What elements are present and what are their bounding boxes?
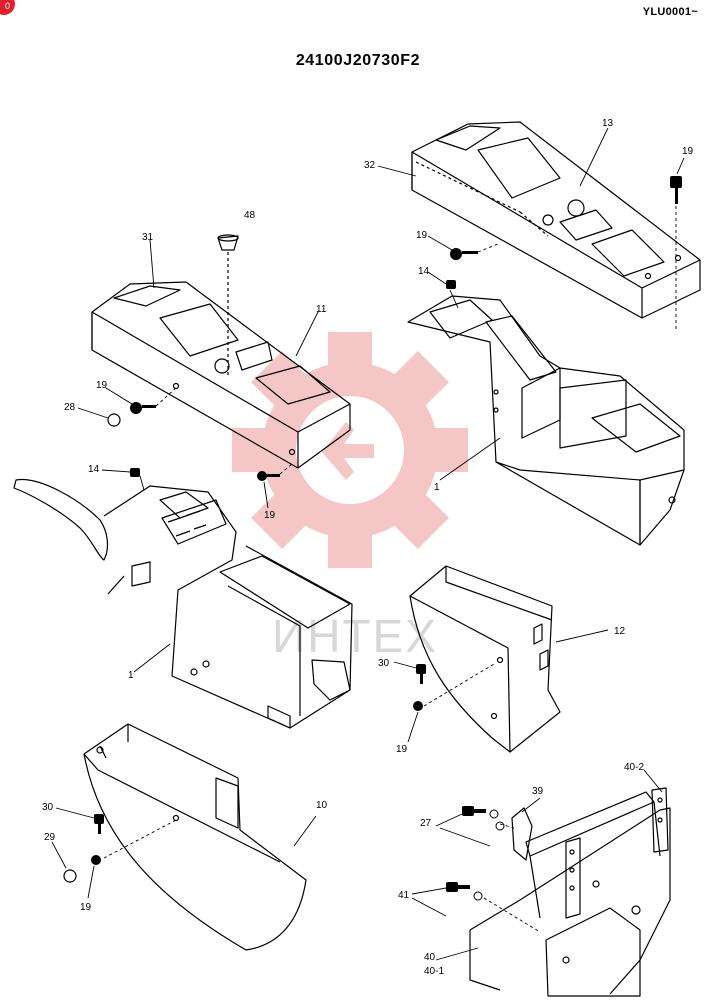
- callout-14-top: 14: [418, 266, 430, 277]
- callout-29: 29: [44, 832, 56, 843]
- callout-19-lower: 19: [80, 902, 92, 913]
- cap-29: [63, 869, 77, 883]
- bolt-19-console: [257, 471, 267, 481]
- washer-27b: [495, 821, 505, 831]
- watermark-gear-logo: [232, 332, 468, 568]
- plug-48: [217, 234, 239, 378]
- callout-30-panel: 30: [378, 658, 390, 669]
- bolt-19-panel: [413, 701, 423, 711]
- callout-41: 41: [398, 890, 410, 901]
- callout-1-lower: 1: [128, 670, 134, 681]
- callout-19-top: 19: [682, 146, 694, 157]
- nut-14-top: [446, 280, 456, 289]
- bolt-27-shank: [474, 809, 486, 813]
- document-code: YLU0001~: [642, 6, 698, 18]
- console-cover-11: [91, 281, 351, 469]
- callout-19-panel: 19: [396, 744, 408, 755]
- console-frame-1-upper: [407, 295, 685, 546]
- console-frame-1-lower: [13, 479, 353, 729]
- bolt-19-mid-shank: [142, 405, 156, 408]
- callout-40-2: 40-2: [624, 762, 644, 773]
- callout-13: 13: [602, 118, 614, 129]
- bolt-41-shank: [458, 885, 470, 889]
- bolt-30-lower-shank: [98, 824, 101, 834]
- bolt-19-top-shank: [675, 188, 678, 204]
- callout-19-mid: 19: [96, 380, 108, 391]
- bolt-30-panel-shank: [420, 674, 423, 684]
- bolt-30-lower: [94, 814, 104, 824]
- bolt-27: [462, 806, 474, 816]
- side-panel-10: [83, 723, 307, 951]
- callout-32: 32: [364, 160, 376, 171]
- console-cover-13: [411, 121, 701, 319]
- bolt-19-lower: [91, 855, 101, 865]
- callout-40: 40: [424, 952, 436, 963]
- callout-39: 39: [532, 786, 544, 797]
- leader-lines: [51, 127, 685, 961]
- part-number-title: 24100J20730F2: [295, 52, 421, 69]
- callout-19-left: 19: [416, 230, 428, 241]
- callout-40-1: 40-1: [424, 966, 444, 977]
- callout-labels: 32 13 19 19 14 48 31 11 19 28 14 19 1 1 …: [42, 118, 694, 977]
- bolt-19-console-shank: [266, 474, 280, 477]
- bolt-19-left: [450, 248, 462, 260]
- callout-31: 31: [142, 232, 154, 243]
- callout-28: 28: [64, 402, 76, 413]
- callout-10: 10: [316, 800, 328, 811]
- nut-14-lower: [130, 468, 140, 477]
- bolt-19-top: [670, 176, 682, 188]
- washer-27a: [489, 809, 499, 819]
- bracket-assembly-40: [469, 787, 671, 997]
- callout-48: 48: [244, 210, 256, 221]
- callout-14-lower: 14: [88, 464, 100, 475]
- callout-11: 11: [316, 304, 327, 315]
- side-panel-12: [409, 565, 561, 753]
- callout-19-console: 19: [264, 510, 276, 521]
- callout-12: 12: [614, 626, 626, 637]
- page-marker-badge: 0: [0, 0, 15, 15]
- bolt-19-mid: [130, 402, 142, 414]
- bolt-41: [446, 882, 458, 892]
- callout-1-upper: 1: [434, 482, 440, 493]
- bolt-19-left-shank: [462, 251, 478, 254]
- bolt-30-panel: [416, 664, 426, 674]
- callout-30-lower: 30: [42, 802, 54, 813]
- cap-28: [107, 413, 121, 427]
- watermark-text: ИНТЕХ: [272, 610, 438, 662]
- fasteners-group: [63, 176, 682, 901]
- washer-41: [473, 891, 483, 901]
- callout-27: 27: [420, 818, 432, 829]
